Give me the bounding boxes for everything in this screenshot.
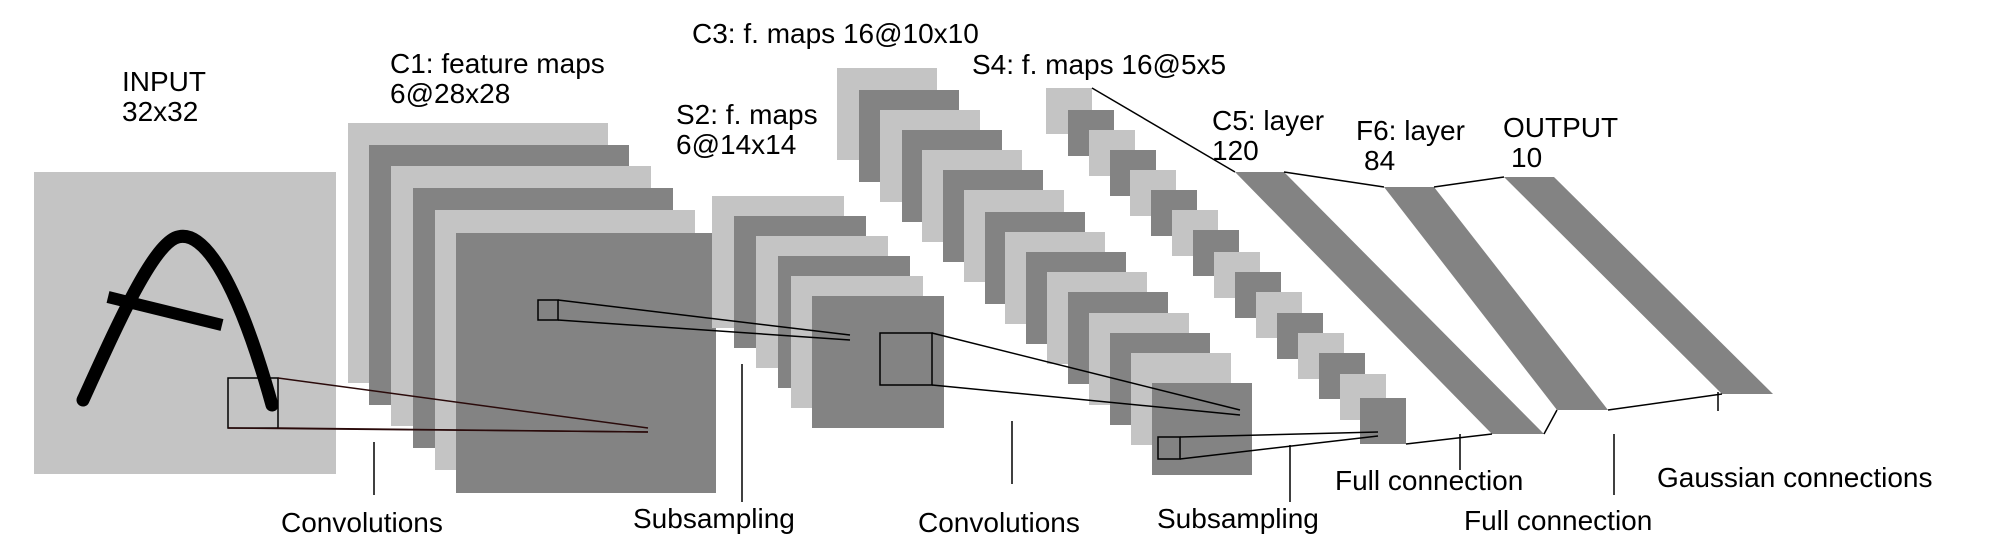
input-label: INPUT 32x32 (122, 67, 206, 127)
output-size: 10 (1511, 142, 1543, 173)
output-label: OUTPUT 10 (1503, 113, 1618, 173)
op-full-connection-1: Full connection (1335, 465, 1524, 496)
c5-name: C5: layer (1212, 105, 1325, 136)
s4-name: S4: f. maps 16@5x5 (972, 49, 1227, 80)
c3-label: C3: f. maps 16@10x10 (692, 19, 979, 49)
c3-receptive-field (1157, 436, 1181, 460)
f6-name: F6: layer (1356, 115, 1465, 146)
s4-label: S4: f. maps 16@5x5 (972, 50, 1226, 80)
c1-size: 6@28x28 (390, 78, 511, 109)
op-full-connection-2: Full connection (1464, 505, 1653, 536)
op-subsampling-1: Subsampling (633, 503, 795, 534)
s2-feature-maps (712, 196, 944, 428)
c3-feature-maps (837, 68, 1252, 475)
c3-name: C3: f. maps 16@10x10 (692, 18, 979, 49)
f6-size: 84 (1364, 145, 1396, 176)
input-image (34, 172, 336, 474)
handwritten-letter-a (76, 229, 279, 412)
connection-lines (227, 87, 1723, 460)
op-convolutions-2: Convolutions (918, 507, 1080, 538)
c1-label: C1: feature maps 6@28x28 (390, 49, 605, 109)
c5-label: C5: layer 120 (1212, 106, 1324, 166)
s2-label: S2: f. maps 6@14x14 (676, 100, 818, 160)
output-layer-bar (1504, 177, 1773, 394)
c1-feature-maps (348, 123, 716, 493)
op-gaussian-connections: Gaussian connections (1657, 462, 1933, 493)
c1-name: C1: feature maps (390, 48, 605, 79)
operation-ticks (373, 364, 1719, 502)
f6-layer-bar (1384, 187, 1608, 410)
handwritten-letter-a-bar (106, 291, 224, 331)
s4-feature-maps (1046, 88, 1406, 444)
c1-map-6 (456, 233, 716, 493)
output-name: OUTPUT (1503, 112, 1619, 143)
op-convolutions-1: Convolutions (281, 507, 443, 538)
s2-receptive-field (879, 332, 933, 386)
f6-label: F6: layer 84 (1356, 116, 1465, 176)
c1-receptive-field (537, 299, 559, 321)
s2-name: S2: f. maps (676, 99, 818, 130)
s2-size: 6@14x14 (676, 129, 797, 160)
c5-size: 120 (1212, 135, 1259, 166)
s2-map-6 (812, 296, 944, 428)
c5-layer-bar (1235, 172, 1544, 434)
op-subsampling-2: Subsampling (1157, 503, 1319, 534)
input-size: 32x32 (122, 96, 199, 127)
input-name: INPUT (122, 66, 206, 97)
